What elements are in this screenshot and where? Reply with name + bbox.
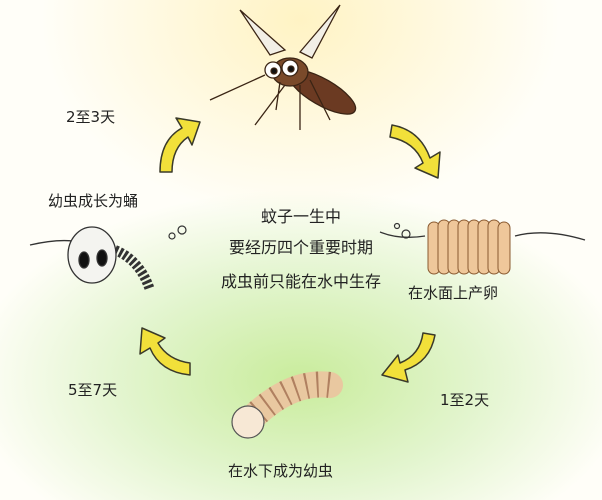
arrow-pupa-to-adult [159, 117, 201, 173]
stage-pupa-label: 幼虫成长为蛹 [48, 192, 139, 210]
duration-pupa-to-adult: 2至3天 [66, 108, 116, 126]
bubbles [168, 222, 411, 240]
stage-larva-label: 在水下成为幼虫 [228, 462, 334, 480]
water-line-right [379, 231, 586, 241]
stage-egg-label: 在水面上产卵 [408, 284, 499, 302]
center-text-line-1: 蚊子一生中 [260, 207, 341, 226]
duration-larva-to-pupa: 5至7天 [68, 381, 118, 399]
arrow-adult-to-egg [389, 124, 441, 179]
arrow-larva-to-pupa [139, 327, 191, 376]
larva [231, 371, 343, 439]
mosquito-adult [209, 4, 357, 130]
egg-raft [427, 219, 511, 275]
arrow-egg-to-larva [381, 332, 436, 383]
pupa [67, 226, 155, 292]
duration-egg-to-larva: 1至2天 [440, 391, 490, 409]
center-text-line-3: 成虫前只能在水中生存 [220, 272, 381, 291]
arrows [139, 117, 441, 383]
center-text-line-2: 要经历四个重要时期 [228, 238, 373, 257]
